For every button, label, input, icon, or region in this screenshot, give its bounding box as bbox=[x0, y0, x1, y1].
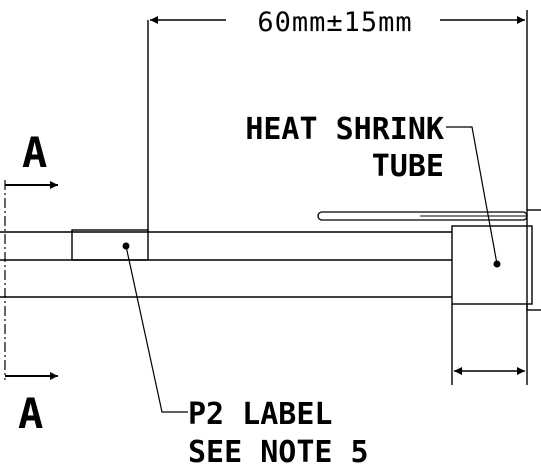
dimension-text: 60mm±15mm bbox=[257, 7, 412, 38]
heat-shrink-label-line1: HEAT SHRINK bbox=[245, 112, 444, 147]
connector-body bbox=[526, 209, 541, 311]
section-label-top: A bbox=[22, 128, 47, 177]
connector-assembly bbox=[317, 209, 541, 311]
cable bbox=[0, 231, 452, 298]
section-label-bottom: A bbox=[18, 389, 43, 438]
section-line-a: A A bbox=[4, 128, 58, 438]
p2-label-line1: P2 LABEL bbox=[188, 397, 333, 432]
top-dimension: 60mm±15mm bbox=[147, 7, 528, 232]
heat-shrink-leader bbox=[446, 126, 498, 265]
heat-shrink-label-line2: TUBE bbox=[372, 149, 444, 184]
bottom-dimension bbox=[451, 304, 528, 385]
p2-label-line2: SEE NOTE 5 bbox=[188, 435, 369, 470]
p2-label-leader bbox=[125, 245, 188, 413]
p2-label-sleeve bbox=[71, 229, 149, 261]
heat-shrink-tube bbox=[451, 225, 533, 305]
